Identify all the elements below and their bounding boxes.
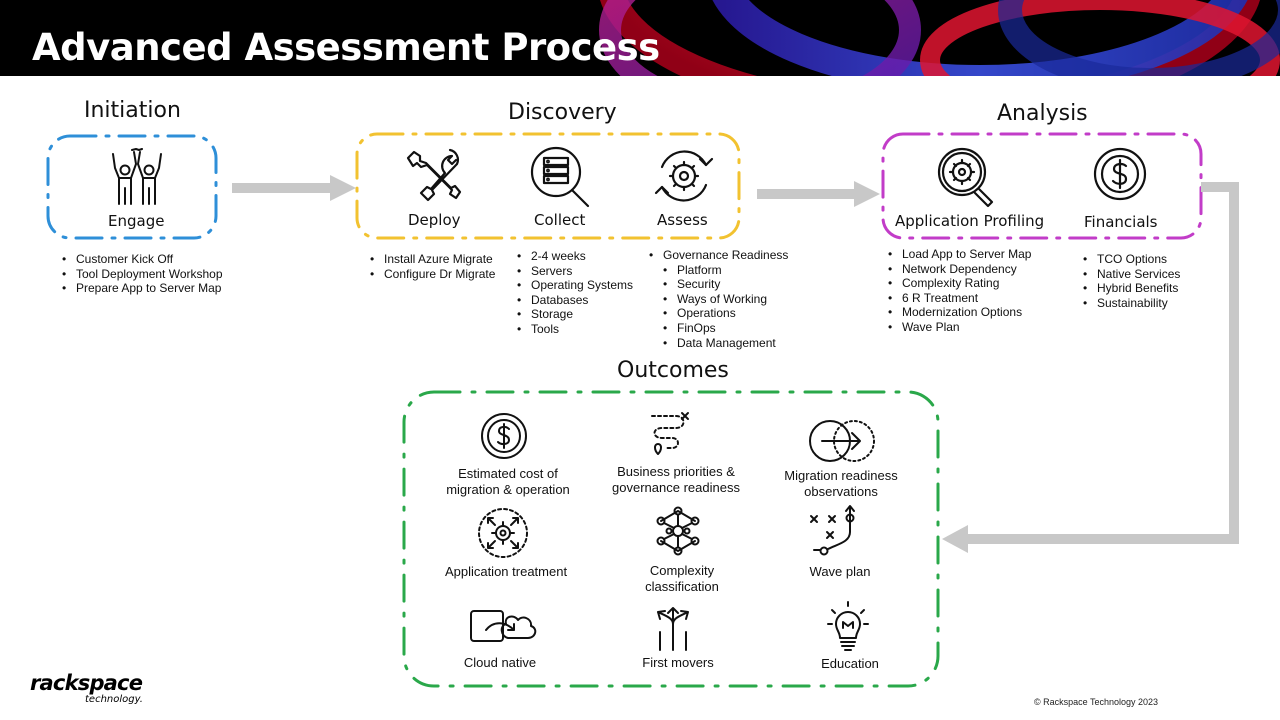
list-item: Security: [647, 277, 788, 292]
list-item: Load App to Server Map: [886, 247, 1031, 262]
outcome-label-application-treatment: Application treatment: [444, 564, 568, 579]
slide-header: Advanced Assessment Process: [0, 0, 1280, 76]
header-swirl-graphic: [599, 0, 1280, 76]
stage-label-application-profiling: Application Profiling: [895, 212, 1045, 230]
tools-icon: [404, 146, 464, 208]
analysis-box: [881, 132, 1203, 240]
logo-secondary-text: technology.: [85, 694, 143, 705]
server-search-icon: [528, 146, 592, 214]
list-item: Modernization Options: [886, 305, 1031, 320]
list-item: Tools: [515, 322, 633, 337]
rackspace-logo: rackspace technology.: [30, 672, 170, 705]
list-item: Platform: [647, 263, 788, 278]
phase-title-initiation: Initiation: [84, 98, 181, 123]
copyright-text: © Rackspace Technology 2023: [1033, 697, 1158, 707]
play-diagram-icon: [808, 504, 860, 562]
list-item: Storage: [515, 307, 633, 322]
arrow-initiation-to-discovery: [232, 175, 356, 201]
gear-arrows-icon: [476, 506, 530, 564]
outcome-label-complexity-classification: Complexity classification: [645, 563, 719, 594]
route-path-icon: [648, 410, 692, 460]
collect-bullets: 2-4 weeks Servers Operating Systems Data…: [515, 249, 633, 337]
gear-magnifier-icon: [932, 146, 1004, 212]
arrow-analysis-to-outcomes: [942, 182, 1239, 553]
outcomes-box: [402, 390, 940, 688]
dollar-coin-icon: [1092, 146, 1148, 206]
list-item: FinOps: [647, 321, 788, 336]
list-item: Databases: [515, 293, 633, 308]
network-icon: [656, 506, 700, 560]
dollar-coin-icon: [480, 412, 528, 464]
list-item: TCO Options: [1081, 252, 1180, 267]
gear-cycle-icon: [648, 145, 720, 211]
list-item: Data Management: [647, 336, 788, 351]
list-item: Operations: [647, 306, 788, 321]
list-item: Network Dependency: [886, 262, 1031, 277]
stage-label-collect: Collect: [534, 211, 586, 229]
list-item: Ways of Working: [647, 292, 788, 307]
outcome-label-business-priorities: Business priorities & governance readine…: [612, 464, 740, 495]
outcome-label-cloud-native: Cloud native: [463, 655, 537, 670]
arrow-discovery-to-analysis: [757, 181, 880, 207]
cloud-transfer-icon: [468, 606, 540, 650]
outcome-label-migration-readiness: Migration readiness observations: [784, 468, 898, 499]
list-item: Install Azure Migrate: [368, 252, 495, 267]
stage-label-deploy: Deploy: [408, 211, 461, 229]
initiation-box: [46, 134, 218, 240]
list-item: 2-4 weeks: [515, 249, 633, 264]
list-item: Operating Systems: [515, 278, 633, 293]
profiling-bullets: Load App to Server Map Network Dependenc…: [886, 247, 1031, 335]
phase-title-discovery: Discovery: [508, 100, 617, 125]
lightbulb-icon: [826, 600, 870, 656]
list-item: Native Services: [1081, 267, 1180, 282]
list-item: Sustainability: [1081, 296, 1180, 311]
list-item: Prepare App to Server Map: [60, 281, 223, 296]
list-item: Hybrid Benefits: [1081, 281, 1180, 296]
circle-arrow-icon: [806, 418, 878, 468]
list-item: Configure Dr Migrate: [368, 267, 495, 282]
outcome-label-education: Education: [821, 656, 879, 671]
financial-bullets: TCO Options Native Services Hybrid Benef…: [1081, 252, 1180, 310]
list-item: Complexity Rating: [886, 276, 1031, 291]
slide-title: Advanced Assessment Process: [32, 26, 660, 69]
stage-label-engage: Engage: [108, 212, 165, 230]
list-item: Governance Readiness: [647, 248, 788, 263]
phase-title-analysis: Analysis: [997, 101, 1088, 126]
outcome-label-estimated-cost: Estimated cost of migration & operation: [446, 466, 570, 497]
list-item: 6 R Treatment: [886, 291, 1031, 306]
high-five-icon: [106, 148, 168, 212]
initiation-bullets: Customer Kick Off Tool Deployment Worksh…: [60, 252, 223, 296]
list-item: Tool Deployment Workshop: [60, 267, 223, 282]
assess-bullets: Governance Readiness Platform Security W…: [647, 248, 788, 350]
logo-primary-text: rackspace: [30, 671, 143, 695]
deploy-bullets: Install Azure Migrate Configure Dr Migra…: [368, 252, 495, 281]
outcome-label-wave-plan: Wave plan: [809, 564, 871, 579]
list-item: Wave Plan: [886, 320, 1031, 335]
discovery-box: [355, 132, 741, 240]
list-item: Customer Kick Off: [60, 252, 223, 267]
phase-title-outcomes: Outcomes: [617, 358, 729, 383]
list-item: Servers: [515, 264, 633, 279]
split-arrows-icon: [650, 604, 696, 656]
outcome-label-first-movers: First movers: [642, 655, 714, 670]
stage-label-assess: Assess: [657, 211, 708, 229]
stage-label-financials: Financials: [1084, 213, 1158, 231]
